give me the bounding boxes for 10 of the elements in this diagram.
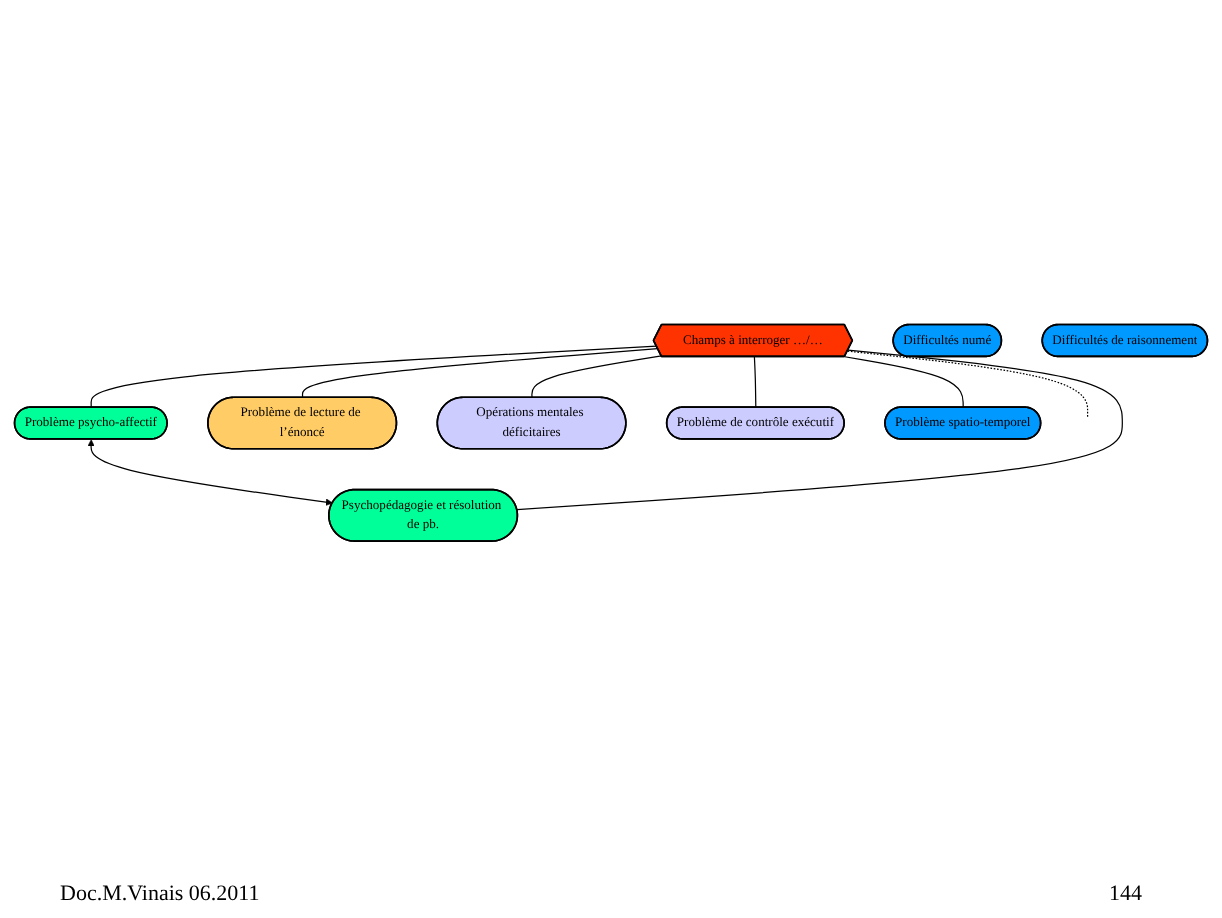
- page-number: 144: [1109, 882, 1142, 906]
- connector: [847, 350, 1089, 418]
- arrow: [87, 439, 333, 506]
- footer-note: Doc.M.Vinais 06.2011: [60, 882, 260, 906]
- connector: [753, 356, 757, 409]
- connector: [844, 356, 964, 409]
- connector: [90, 345, 658, 409]
- connector: [516, 349, 1123, 511]
- connector: [531, 355, 663, 399]
- connector: [301, 348, 659, 399]
